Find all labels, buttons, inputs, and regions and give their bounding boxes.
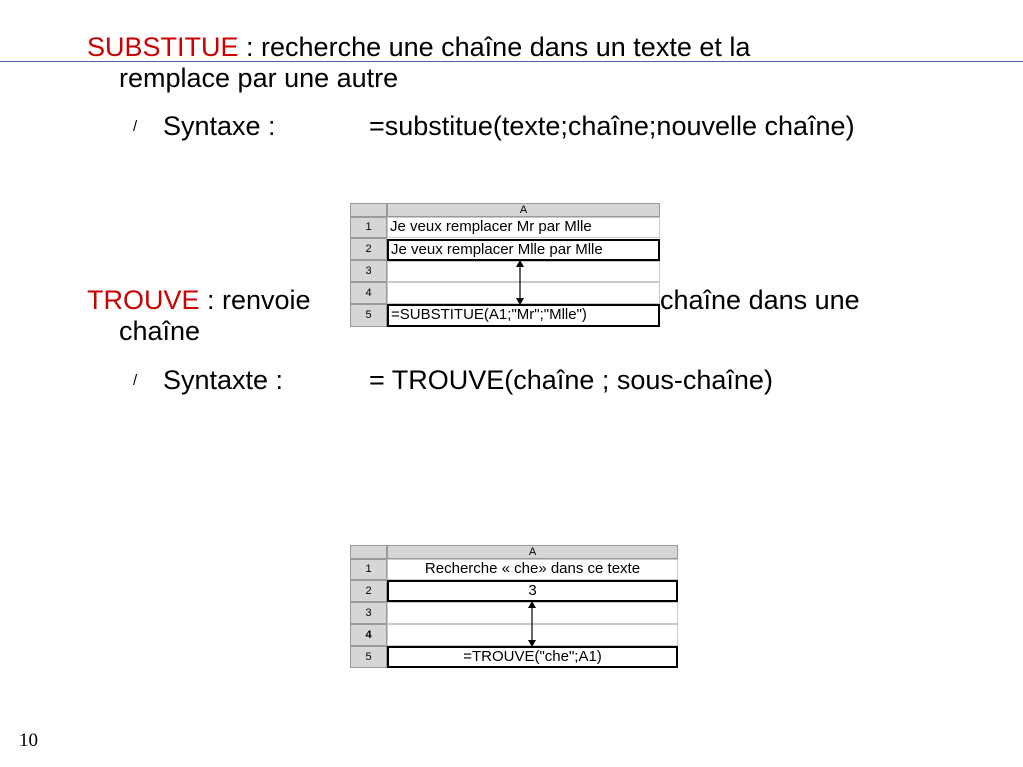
cell-a3: [387, 261, 660, 282]
substitue-description: SUBSTITUE : recherche une chaîne dans un…: [87, 32, 750, 62]
bullet-icon: /: [133, 372, 138, 389]
page-number: 10: [19, 730, 38, 751]
substitue-keyword: SUBSTITUE: [87, 32, 239, 62]
cell-a5: =SUBSTITUE(A1;"Mr";"Mlle"): [387, 304, 660, 327]
substitue-description-line2: remplace par une autre: [119, 63, 399, 93]
substitue-syntax-formula: =substitue(texte;chaîne;nouvelle chaîne): [369, 111, 855, 141]
trouve-keyword: TROUVE: [87, 285, 200, 315]
spreadsheet-substitue-example: A 1 2 3 4 5 Je veux remplacer Mr par Mll…: [350, 203, 660, 327]
trouve-syntax-formula: = TROUVE(chaîne ; sous-chaîne): [369, 365, 773, 395]
row-header: 2: [350, 580, 387, 602]
trouve-description: TROUVE : renvoie: [87, 285, 311, 315]
row-header: 2: [350, 238, 387, 260]
column-header-a: A: [387, 203, 660, 217]
substitue-syntax-label: Syntaxe :: [163, 111, 276, 141]
row-header: 1: [350, 217, 387, 238]
row-header: 1: [350, 559, 387, 580]
cell-a1: Recherche « che» dans ce texte: [387, 559, 678, 580]
row-header: 4: [350, 624, 387, 646]
row-header: 5: [350, 304, 387, 327]
cell-a2: Je veux remplacer Mlle par Mlle: [387, 239, 660, 261]
cell-a5: =TROUVE("che";A1): [387, 646, 678, 668]
cell-a1: Je veux remplacer Mr par Mlle: [387, 217, 660, 238]
cell-a2: 3: [387, 580, 678, 602]
row-header: 3: [350, 260, 387, 282]
double-arrow-icon: [528, 601, 536, 647]
row-header: 4: [350, 282, 387, 304]
column-header-a: A: [387, 545, 678, 559]
title-divider-line: [0, 61, 1023, 62]
corner-header: [350, 203, 387, 217]
row-header: 3: [350, 602, 387, 624]
row-header: 5: [350, 646, 387, 668]
trouve-description-end: chaîne dans une: [660, 285, 860, 315]
cell-a4: [387, 282, 660, 304]
corner-header: [350, 545, 387, 559]
trouve-description-start: : renvoie: [199, 285, 311, 315]
trouve-description-line2: chaîne: [119, 316, 201, 346]
substitue-description-text: : recherche une chaîne dans un texte et …: [238, 32, 751, 62]
bullet-icon: /: [133, 118, 138, 135]
trouve-syntax-label: Syntaxte :: [163, 365, 284, 395]
double-arrow-icon: [516, 260, 524, 305]
spreadsheet-trouve-example: A 1 2 3 4 5 Recherche « che» dans ce tex…: [350, 545, 678, 668]
